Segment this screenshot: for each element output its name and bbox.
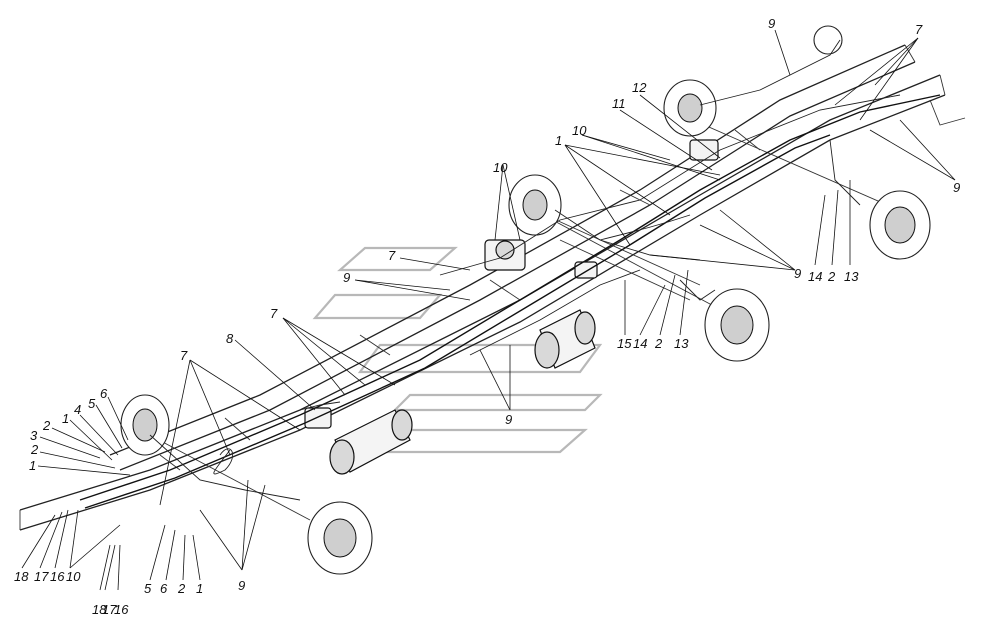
callout-label: 1 [555,133,562,148]
valve-block [304,139,719,429]
callout-label: 4 [74,402,81,417]
callout-label: 9 [343,270,350,285]
callout-label: 5 [88,396,96,411]
callout-label: 16 [50,569,65,584]
callout-label: 13 [844,269,859,284]
callout-label: 1 [196,581,203,596]
callout-label: 17 [34,569,49,584]
callout-label: 10 [66,569,81,584]
chassis-frame [19,44,966,531]
callout-label: 2 [654,336,663,351]
callout-label: 5 [144,581,152,596]
callout-label: 10 [493,160,508,175]
callout-label: 7 [270,306,278,321]
callouts: 9 7 9 12 11 10 1 10 7 9 14 2 13 [14,16,960,617]
callout-label: 9 [768,16,775,31]
callout-label: 6 [160,581,168,596]
callout-label: 7 [915,22,923,37]
axles [139,109,911,521]
callout-label: 7 [180,348,188,363]
wheels [120,25,931,575]
callout-label: 2 [42,418,51,433]
callout-label: 13 [674,336,689,351]
callout-label: 9 [794,266,801,281]
callout-label: 1 [29,458,36,473]
callout-label: 15 [617,336,632,351]
callout-label: 7 [388,248,396,263]
callout-label: 14 [633,336,647,351]
callout-label: 1 [62,411,69,426]
callout-label: 2 [30,442,39,457]
callout-label: 2 [827,269,836,284]
callout-label: 9 [953,180,960,195]
callout-label: 8 [226,331,234,346]
callout-label: 14 [808,269,822,284]
callout-label: 18 [92,602,107,617]
callout-label: 12 [632,80,647,95]
callout-label: 3 [30,428,38,443]
callout-label: 11 [612,96,626,111]
callout-label: 9 [505,412,512,427]
callout-label: 18 [14,569,29,584]
callout-label: 17 [102,602,117,617]
callout-label: 2 [177,581,186,596]
air-receivers [329,309,596,475]
callout-label: 9 [238,578,245,593]
brake-pipes [79,39,941,509]
callout-label: 16 [114,602,129,617]
callout-label: 10 [572,123,587,138]
callout-label: 6 [100,386,108,401]
